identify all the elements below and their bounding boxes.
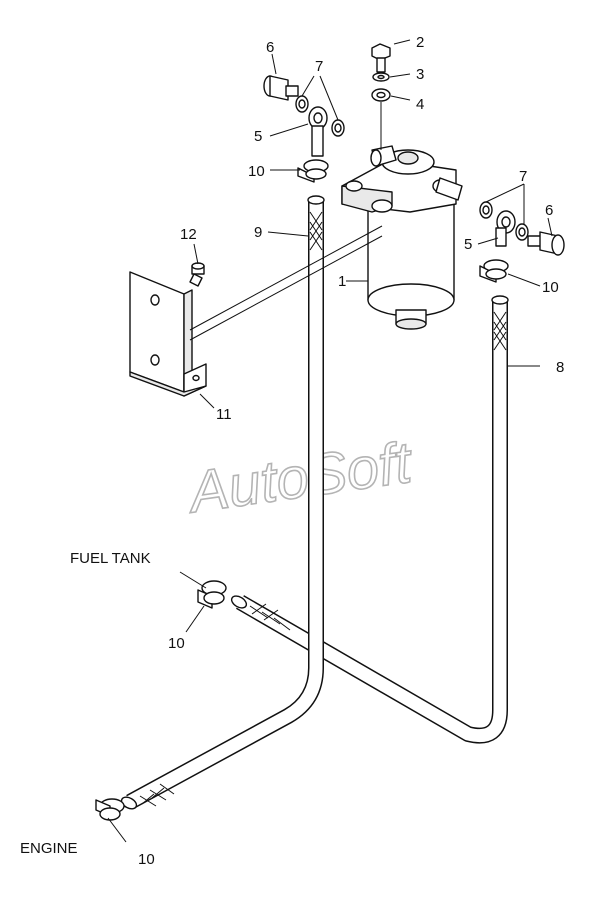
callout-7-right: 7 [519,168,527,185]
callout-8: 8 [556,359,564,376]
callout-5-left: 5 [254,128,262,145]
engine-label: ENGINE [20,840,78,857]
bolt-2 [371,43,391,73]
callout-9: 9 [254,224,262,241]
callout-6-left: 6 [266,39,274,56]
callout-3: 3 [416,66,424,83]
leader-lines [107,39,553,843]
hose-clamp-10-fuel-tank [197,580,227,609]
mounting-bracket [129,271,207,397]
callout-7-left: 7 [315,58,323,75]
callout-12: 12 [180,226,197,243]
callout-10-top-left: 10 [248,163,265,180]
callout-11: 11 [216,406,232,423]
callout-1: 1 [338,273,346,290]
banjo-fitting-5-right [495,210,516,247]
callout-10-fuel-tank: 10 [168,635,185,652]
callout-10-top-right: 10 [542,279,559,296]
callout-6-right: 6 [545,202,553,219]
fuel-hose-8 [230,295,509,744]
callout-4: 4 [416,96,424,113]
callout-10-engine: 10 [138,851,155,868]
fuel-tank-label: FUEL TANK [70,550,151,567]
hose-clamp-10-engine [95,798,125,821]
watermark-text: AutoSoft [183,429,418,525]
hose-clamp-10-top-right [479,259,509,283]
fuel-hose-9 [120,195,325,810]
callout-5-right: 5 [464,236,472,253]
fuel-filter [341,145,463,330]
bolt-12 [189,262,205,287]
banjo-bolt-6-right [527,231,565,256]
banjo-fitting-5-left [308,106,328,157]
banjo-bolt-6-left [263,75,299,101]
hose-clamp-10-top-left [297,159,329,183]
callout-2: 2 [416,34,424,51]
